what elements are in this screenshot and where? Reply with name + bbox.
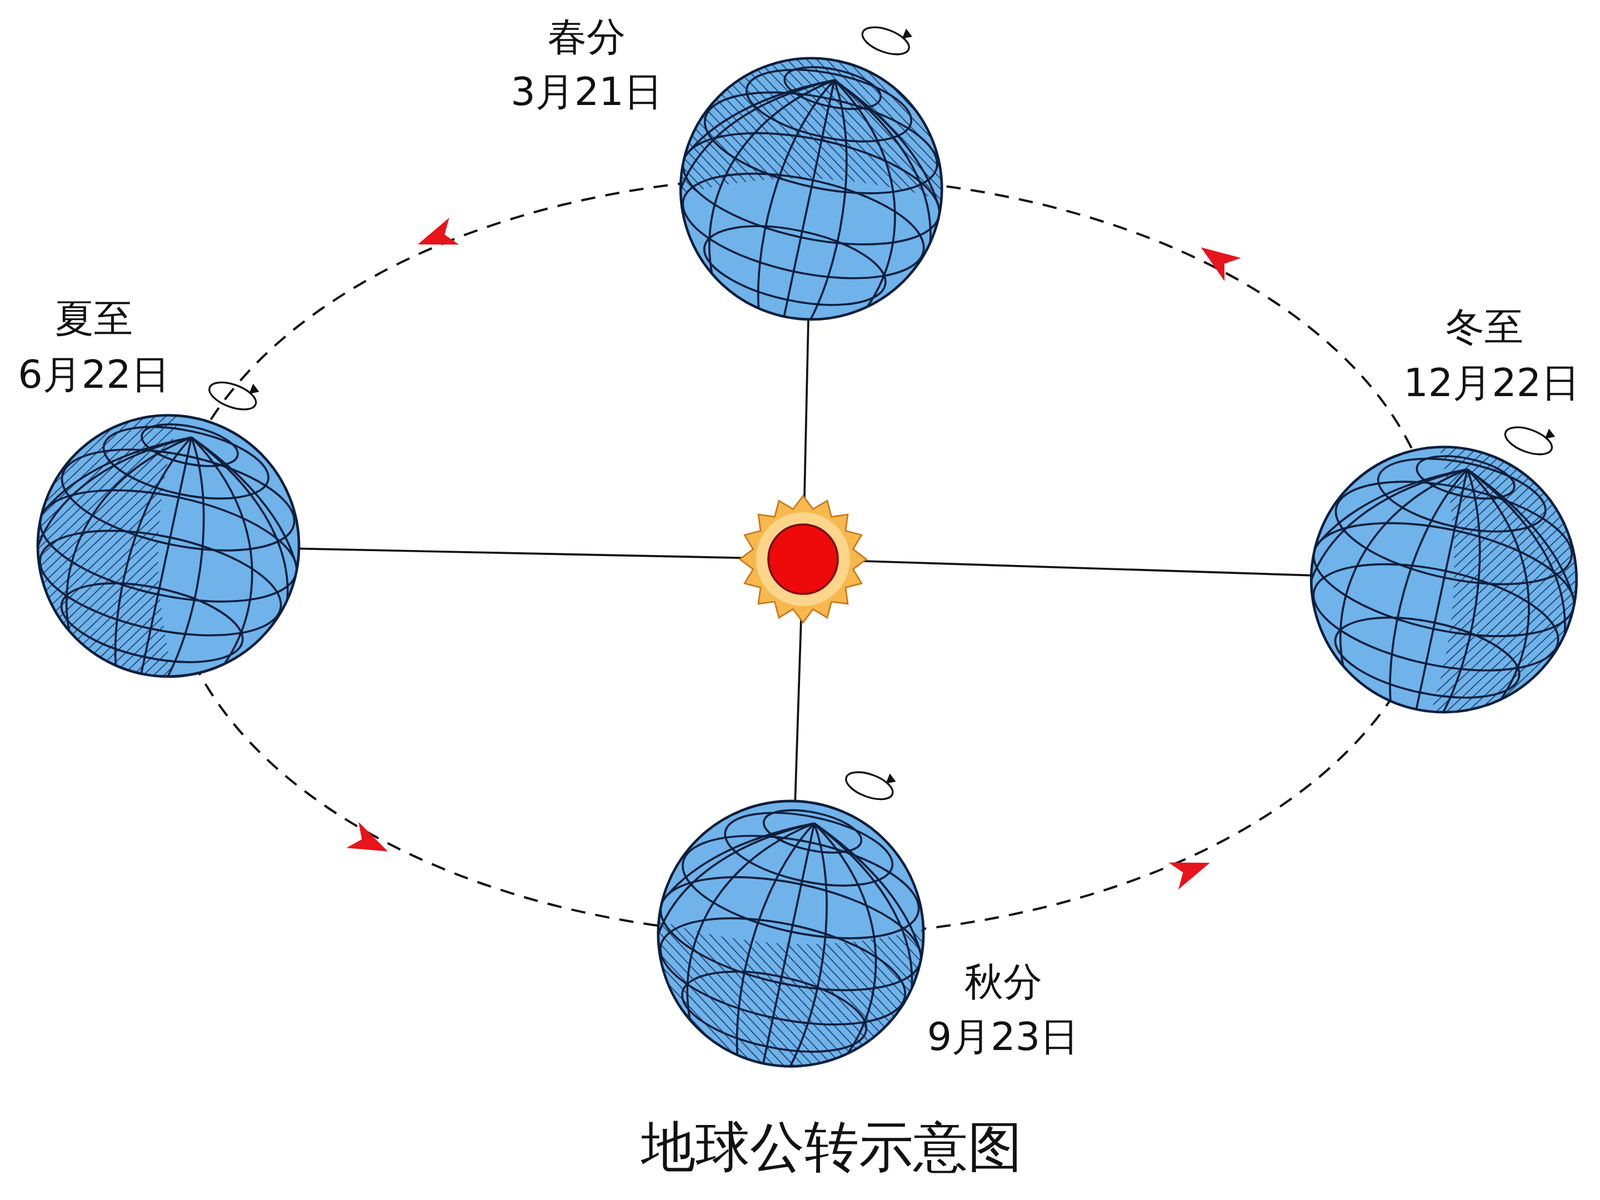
meridian-line bbox=[782, 80, 974, 353]
rotation-ellipse bbox=[205, 377, 260, 415]
date-label: 12月22日 bbox=[1403, 361, 1580, 404]
meridian-line bbox=[761, 823, 942, 1098]
date-label: 3月21日 bbox=[510, 70, 663, 114]
globe-outline bbox=[37, 415, 299, 677]
night-hatch bbox=[30, 407, 182, 682]
meridian-line bbox=[782, 80, 924, 342]
season-label: 秋分 bbox=[964, 960, 1043, 1003]
arrowhead bbox=[346, 822, 394, 865]
meridian-line bbox=[621, 793, 815, 1070]
orbit-arrow bbox=[346, 822, 394, 865]
meridian-line bbox=[140, 437, 282, 699]
meridian-line bbox=[13, 410, 192, 680]
sun-glow bbox=[756, 512, 850, 607]
arrowhead bbox=[1192, 235, 1242, 282]
sun-disc bbox=[768, 524, 838, 594]
meridian-line bbox=[761, 823, 905, 1089]
meridian-line bbox=[1415, 469, 1504, 724]
meridian-line bbox=[643, 50, 835, 323]
globe-grid bbox=[643, 40, 976, 353]
globe-outline bbox=[658, 801, 924, 1067]
meridian-line bbox=[103, 429, 192, 680]
meridian-line bbox=[782, 80, 834, 322]
meridian-line bbox=[140, 437, 331, 710]
meridian-line bbox=[762, 823, 815, 1069]
sun-rays bbox=[740, 496, 867, 623]
earth-globe bbox=[1273, 421, 1600, 746]
date-label: 6月22日 bbox=[17, 353, 170, 397]
rotation-ellipse bbox=[1501, 421, 1556, 460]
season-label: 夏至 bbox=[55, 297, 133, 340]
rotation-symbol bbox=[842, 766, 897, 805]
meridian-line bbox=[1415, 469, 1468, 715]
meridian-line bbox=[140, 437, 228, 688]
orbit-arrow bbox=[412, 217, 459, 258]
meridian-line bbox=[1378, 461, 1468, 717]
meridian-line bbox=[782, 80, 871, 331]
globe-grid bbox=[1, 397, 333, 710]
rotation-symbol bbox=[1501, 421, 1556, 460]
orbit-arrow bbox=[1168, 849, 1215, 890]
graticule bbox=[643, 40, 976, 353]
meridian-line bbox=[1415, 469, 1600, 747]
orbit-arrow bbox=[1192, 235, 1242, 282]
meridian-line bbox=[761, 823, 955, 1100]
meridian-line bbox=[140, 437, 192, 679]
meridian-line bbox=[1287, 442, 1468, 717]
meridian-line bbox=[746, 72, 835, 324]
rotation-ellipse bbox=[858, 21, 913, 60]
date-label: 9月23日 bbox=[927, 1015, 1080, 1059]
figure-caption: 地球公转示意图 bbox=[641, 1117, 1023, 1178]
rotation-arrow bbox=[248, 383, 259, 394]
meridian-line bbox=[633, 796, 814, 1070]
meridian-line bbox=[761, 823, 851, 1078]
meridian-line bbox=[1, 407, 192, 680]
rotation-symbol bbox=[858, 21, 913, 60]
earth-globe bbox=[621, 766, 958, 1100]
meridian-line bbox=[1273, 439, 1468, 717]
meridian-line bbox=[656, 53, 834, 323]
night-hatch bbox=[1429, 441, 1587, 722]
rotation-arrow bbox=[902, 28, 913, 39]
sun-symbol bbox=[740, 496, 867, 623]
globe-grid bbox=[621, 782, 958, 1100]
globe-outline bbox=[680, 58, 942, 320]
graticule bbox=[1, 397, 333, 710]
rotation-arrow bbox=[885, 773, 896, 784]
meridian-line bbox=[782, 80, 960, 350]
night-side bbox=[1429, 441, 1587, 722]
rotation-arrow bbox=[1545, 428, 1555, 439]
meridian-line bbox=[1415, 469, 1595, 744]
graticule bbox=[621, 782, 958, 1100]
earth-globe bbox=[1, 377, 333, 710]
meridian-line bbox=[140, 437, 318, 707]
season-label: 春分 bbox=[547, 15, 626, 59]
earth-globe bbox=[643, 21, 976, 353]
globe-outline bbox=[1311, 446, 1577, 713]
meridian-line bbox=[725, 815, 815, 1070]
meridian-line bbox=[1415, 469, 1559, 735]
season-label: 冬至 bbox=[1445, 305, 1524, 348]
arrowhead bbox=[1168, 849, 1215, 890]
rotation-symbol bbox=[205, 377, 260, 415]
night-side bbox=[30, 407, 182, 682]
globe-grid bbox=[1273, 428, 1600, 746]
rotation-ellipse bbox=[842, 766, 897, 805]
arrowhead bbox=[412, 217, 459, 258]
graticule bbox=[1273, 428, 1600, 746]
